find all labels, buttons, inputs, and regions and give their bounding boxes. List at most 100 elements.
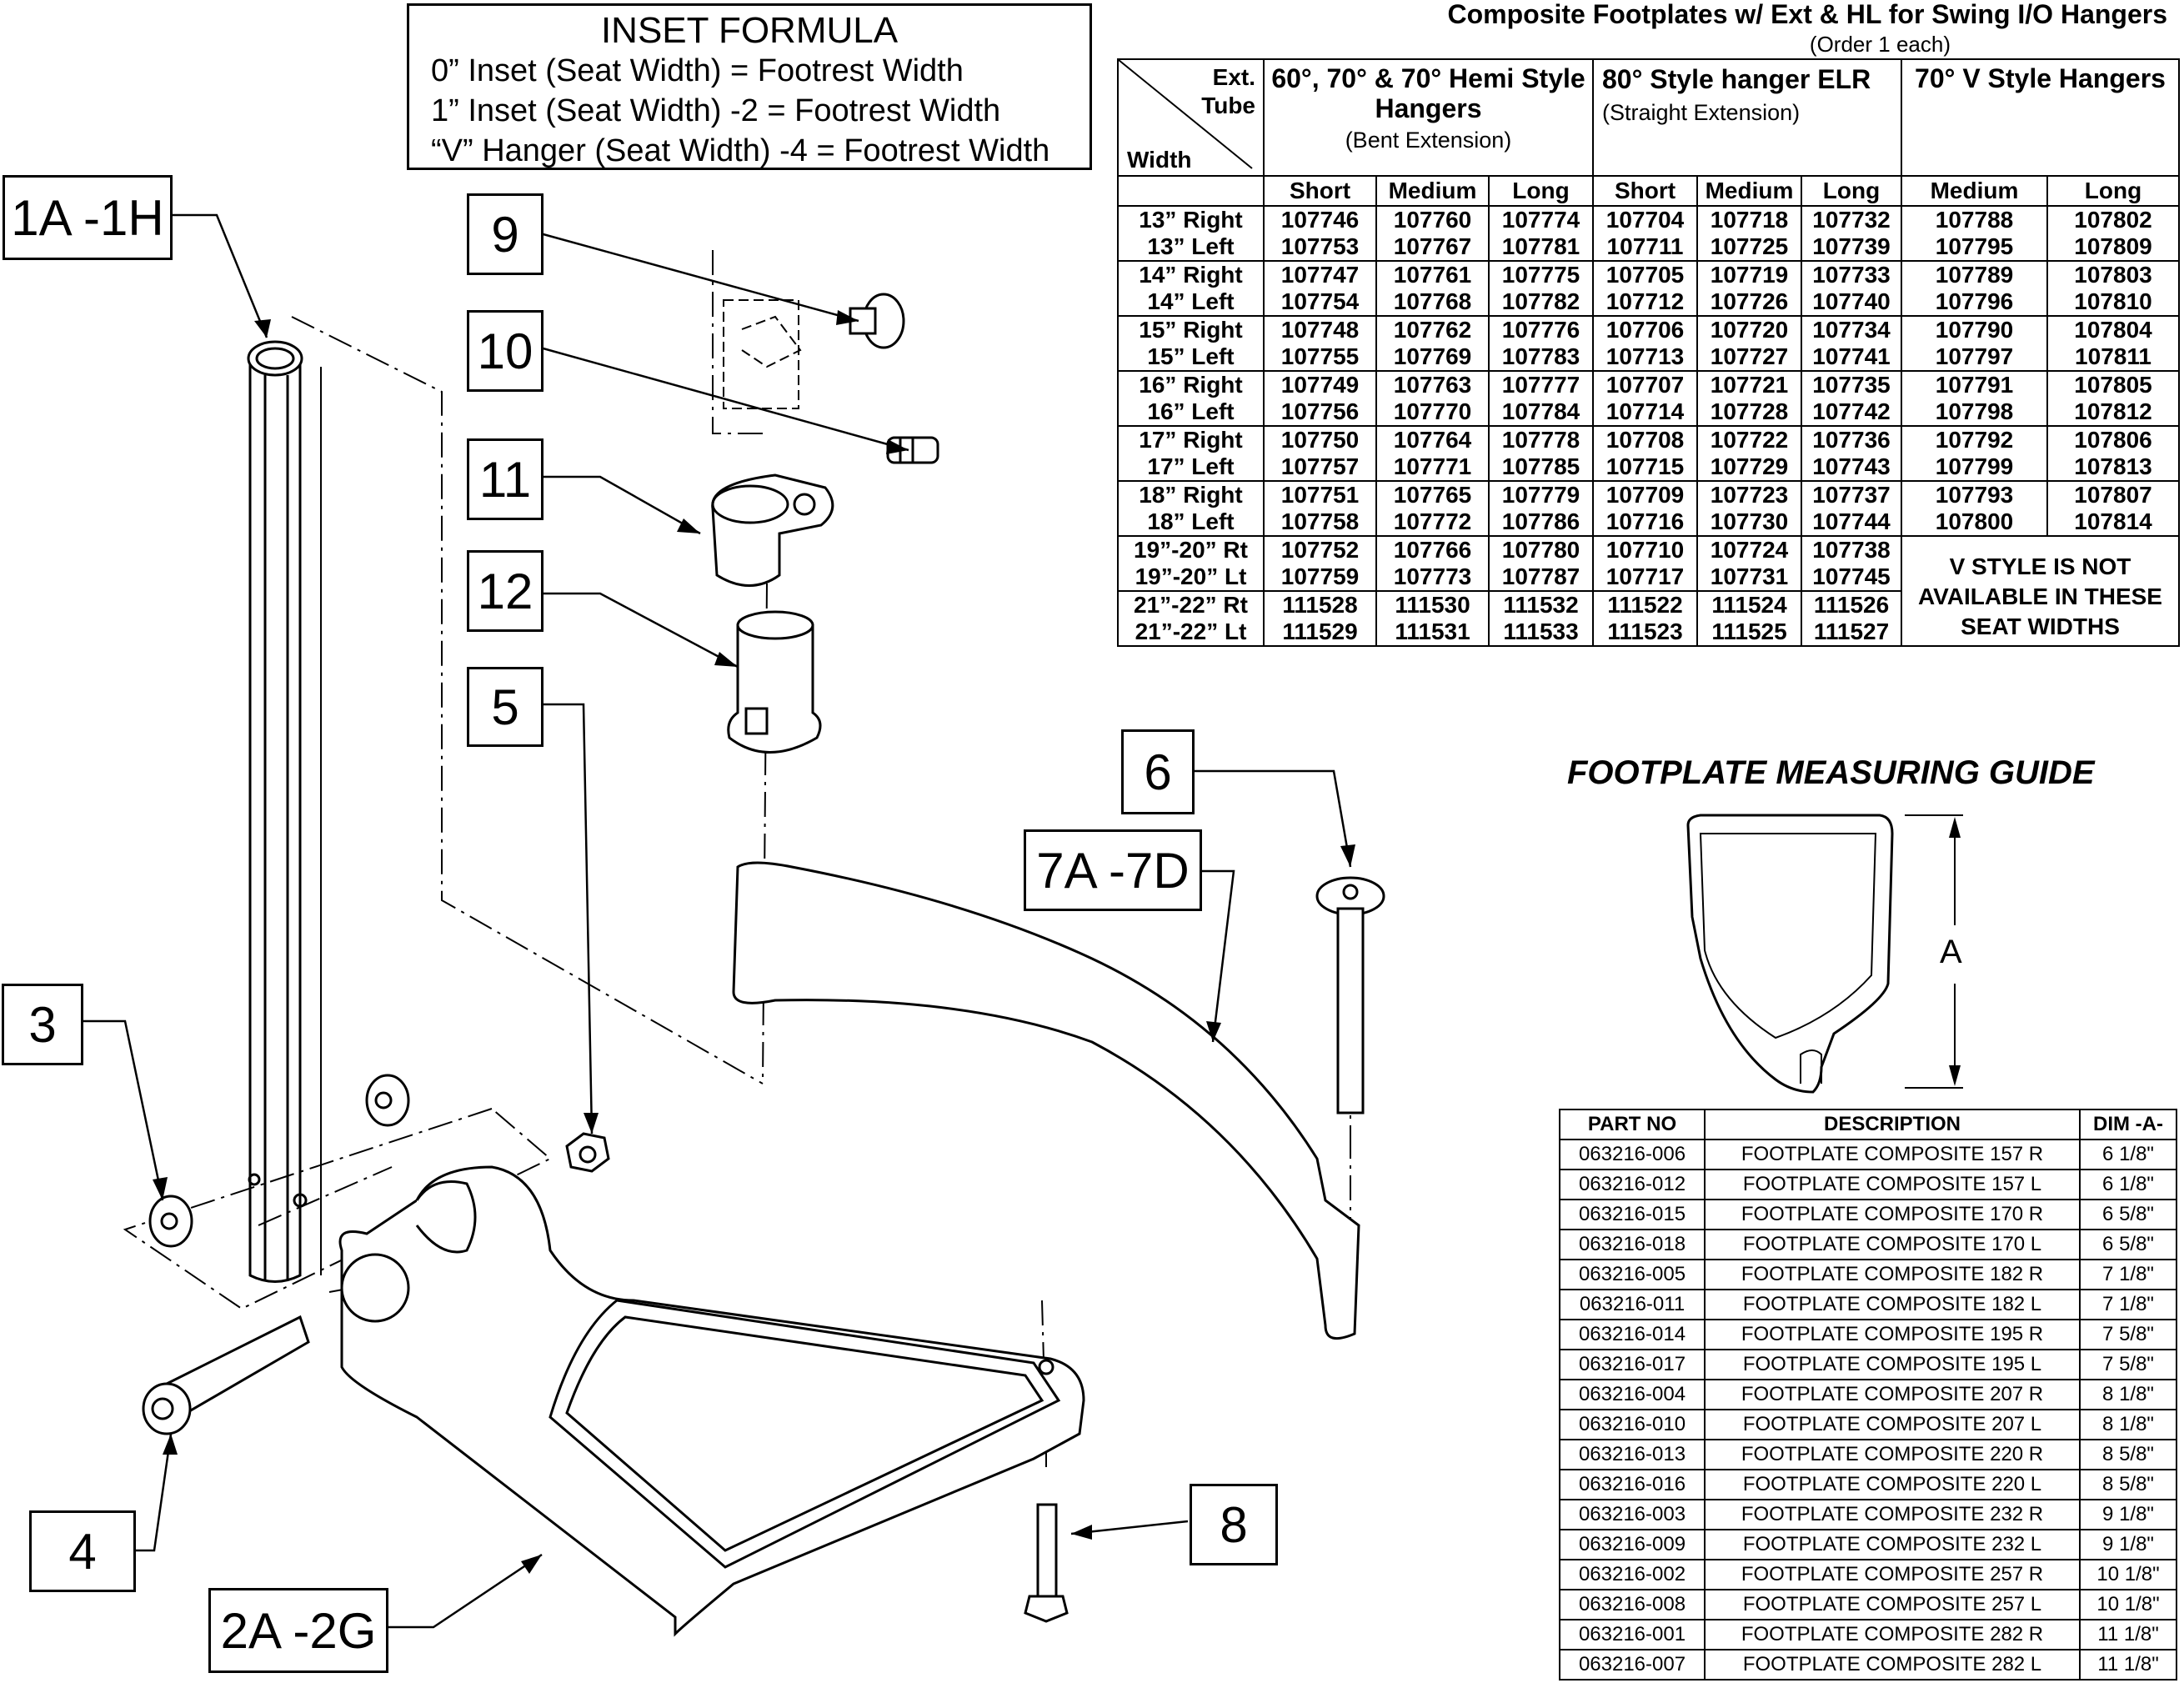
group-70v: 70° V Style Hangers xyxy=(1901,58,2180,177)
part-number-cell: 107713 xyxy=(1592,343,1698,372)
part-number-cell: 107755 xyxy=(1263,343,1377,372)
part-number-cell: 107732 xyxy=(1801,205,1902,233)
width-cell: 16” Right xyxy=(1117,370,1265,398)
dim-a-cell: 11 1/8" xyxy=(2079,1619,2177,1650)
description-cell: FOOTPLATE COMPOSITE 257 L xyxy=(1704,1589,2081,1620)
part-number-cell: 107776 xyxy=(1488,315,1594,343)
part-number-cell: 107729 xyxy=(1696,453,1802,482)
part-no-cell: 063216-004 xyxy=(1559,1379,1706,1410)
part-number-cell: 107811 xyxy=(2046,343,2180,372)
part-number-cell: 107753 xyxy=(1263,233,1377,262)
col-header: Long xyxy=(1801,175,1902,207)
part-number-cell: 111530 xyxy=(1375,590,1490,619)
part-number-cell: 107740 xyxy=(1801,288,1902,317)
part-number-cell: 107752 xyxy=(1263,535,1377,564)
part-number-cell: 107783 xyxy=(1488,343,1594,372)
dim-a-cell: 10 1/8" xyxy=(2079,1589,2177,1620)
callout-10: 10 xyxy=(467,310,543,392)
part-number-cell: 107708 xyxy=(1592,425,1698,453)
part-number-cell: 107792 xyxy=(1901,425,2048,453)
part-number-cell: 107704 xyxy=(1592,205,1698,233)
bushing-12-shape xyxy=(727,610,822,754)
part-number-cell: 111529 xyxy=(1263,619,1377,647)
part-number-cell: 107789 xyxy=(1901,260,2048,288)
part-number-cell: 107810 xyxy=(2046,288,2180,317)
part-no-cell: 063216-014 xyxy=(1559,1319,1706,1350)
part-number-cell: 107765 xyxy=(1375,480,1490,508)
description-cell: FOOTPLATE COMPOSITE 170 R xyxy=(1704,1199,2081,1230)
part-number-cell: 107786 xyxy=(1488,508,1594,537)
part-number-cell: 107715 xyxy=(1592,453,1698,482)
part-number-cell: 107722 xyxy=(1696,425,1802,453)
col-header: Medium xyxy=(1375,175,1490,207)
part-number-cell: 107787 xyxy=(1488,564,1594,592)
part-number-cell: 107805 xyxy=(2046,370,2180,398)
part-number-cell: 111528 xyxy=(1263,590,1377,619)
part-number-cell: 107791 xyxy=(1901,370,2048,398)
callout-7a-7d: 7A -7D xyxy=(1024,829,1202,911)
hanger-7-shape xyxy=(732,861,1360,1340)
description-cell: FOOTPLATE COMPOSITE 232 R xyxy=(1704,1499,2081,1530)
part-number-cell: 107773 xyxy=(1375,564,1490,592)
part-number-cell: 107747 xyxy=(1263,260,1377,288)
dim-a-cell: 7 1/8" xyxy=(2079,1289,2177,1320)
part-number-cell: 107814 xyxy=(2046,508,2180,537)
corner-bottom-label: Width xyxy=(1127,147,1192,173)
part-no-cell: 063216-005 xyxy=(1559,1259,1706,1290)
part-number-cell: 107779 xyxy=(1488,480,1594,508)
width-cell: 14” Left xyxy=(1117,288,1265,317)
dim-a-cell: 10 1/8" xyxy=(2079,1559,2177,1590)
part-no-cell: 063216-015 xyxy=(1559,1199,1706,1230)
corner-top-label: Ext. Tube xyxy=(1201,64,1255,118)
part-number-cell: 107771 xyxy=(1375,453,1490,482)
part-number-cell: 107735 xyxy=(1801,370,1902,398)
col-header: Medium xyxy=(1696,175,1802,207)
pin-6-shape xyxy=(1315,876,1385,1114)
part-number-cell: 107709 xyxy=(1592,480,1698,508)
part-number-cell: 107798 xyxy=(1901,398,2048,427)
part-no-cell: 063216-013 xyxy=(1559,1439,1706,1470)
part-number-cell: 111522 xyxy=(1592,590,1698,619)
callout-12: 12 xyxy=(467,550,543,632)
part-no-cell: 063216-009 xyxy=(1559,1529,1706,1560)
part-number-cell: 107716 xyxy=(1592,508,1698,537)
part-number-cell: 111533 xyxy=(1488,619,1594,647)
dim-a-cell: 8 1/8" xyxy=(2079,1379,2177,1410)
dim-a-cell: 7 5/8" xyxy=(2079,1349,2177,1380)
part-number-cell: 107763 xyxy=(1375,370,1490,398)
col-header: Short xyxy=(1592,175,1698,207)
callout-2a-2g: 2A -2G xyxy=(208,1588,388,1673)
callout-9: 9 xyxy=(467,193,543,275)
width-cell: 21”-22” Rt xyxy=(1117,590,1265,619)
part-number-cell: 107719 xyxy=(1696,260,1802,288)
part-number-cell: 107790 xyxy=(1901,315,2048,343)
part-number-cell: 107782 xyxy=(1488,288,1594,317)
dim-a-cell: 9 1/8" xyxy=(2079,1499,2177,1530)
dim-a-cell: 8 1/8" xyxy=(2079,1409,2177,1440)
part-number-cell: 107761 xyxy=(1375,260,1490,288)
bolt-4-shape xyxy=(142,1315,310,1435)
dim-a-cell: 6 5/8" xyxy=(2079,1229,2177,1260)
dim-a-cell: 7 1/8" xyxy=(2079,1259,2177,1290)
dim-a-label: A xyxy=(1940,934,1962,970)
col-header: Long xyxy=(1488,175,1594,207)
part-number-cell: 107760 xyxy=(1375,205,1490,233)
inset-formula-line: 1” Inset (Seat Width) -2 = Footrest Widt… xyxy=(431,93,1001,128)
part-number-cell: 107759 xyxy=(1263,564,1377,592)
dim-a-cell: 7 5/8" xyxy=(2079,1319,2177,1350)
part-no-cell: 063216-012 xyxy=(1559,1169,1706,1200)
